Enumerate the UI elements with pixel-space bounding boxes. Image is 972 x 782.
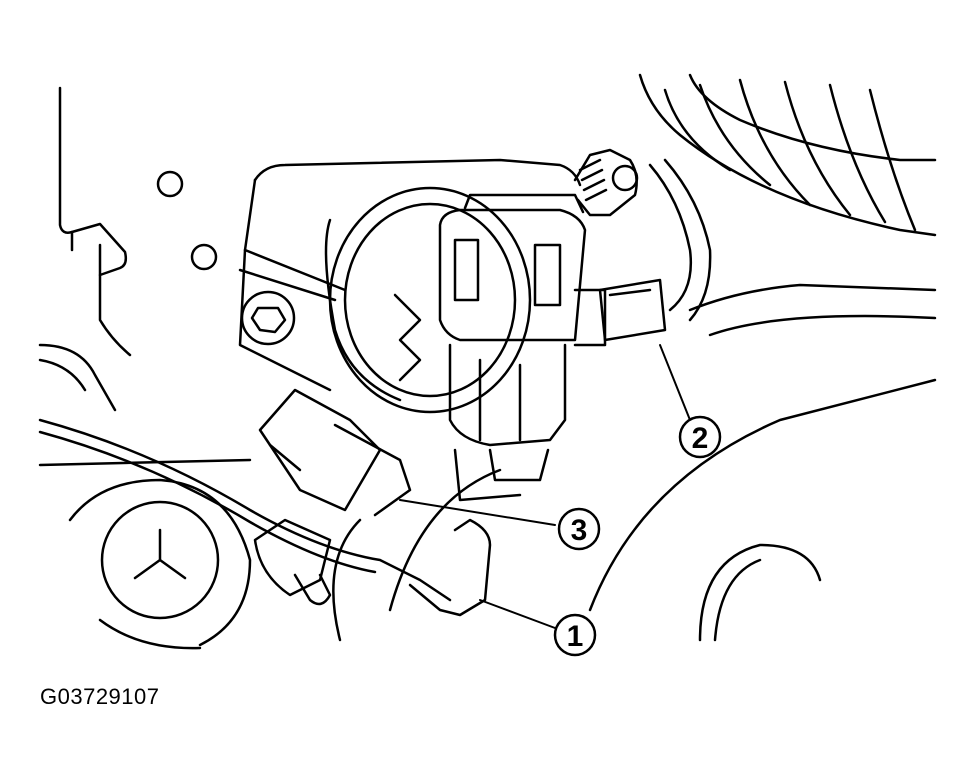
callout-2: 2 [678,415,722,459]
sensor-body [438,193,587,502]
crank-bolt [68,478,252,650]
upper-connector [573,148,667,347]
beaded-wire [38,418,492,617]
callout-1: 1 [553,613,597,657]
callout-2-label: 2 [692,422,709,455]
leader-lines [399,344,691,629]
callout-3: 3 [557,507,601,551]
figure-id: G03729107 [40,684,160,709]
left-bracket [38,86,252,467]
sensor-housing [238,158,582,402]
callout-1-label: 1 [567,620,584,653]
engine-cover-contours [332,378,937,642]
lower-connector [253,388,412,606]
callout-3-label: 3 [571,514,588,547]
wire-harness-conduit [638,73,937,337]
sensor-mount-ring [328,186,532,414]
